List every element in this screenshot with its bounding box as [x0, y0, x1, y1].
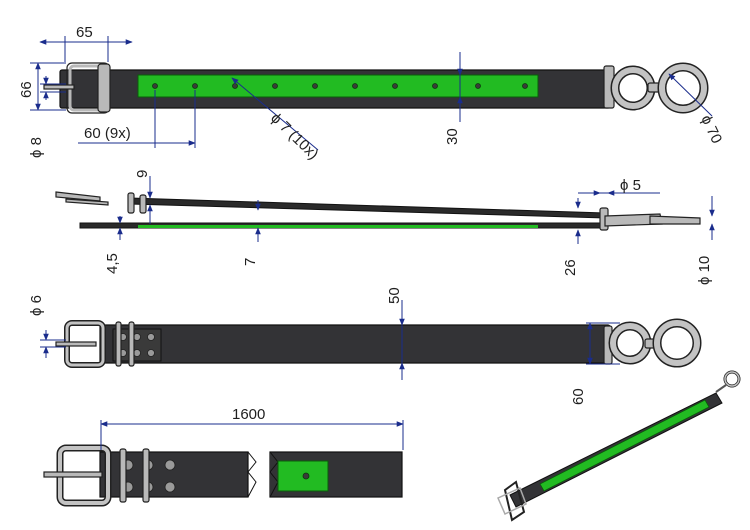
dim-9: 9: [134, 170, 151, 178]
buckle-top: [43, 62, 111, 114]
dim-66: 66: [18, 81, 35, 98]
dim-50: 50: [386, 287, 403, 304]
isometric-view: [497, 370, 741, 522]
strap-bottom: [99, 324, 611, 364]
dim-phi-8: ϕ 8: [28, 137, 45, 158]
dim-65: 65: [76, 24, 93, 41]
dim-phi-7-10x: ϕ 7 (10x): [267, 110, 321, 163]
dim-60: 60: [570, 388, 587, 405]
dim-phi-70: ϕ 70: [697, 113, 725, 147]
green-pad-side: [138, 225, 538, 228]
dim-phi-5: ϕ 5: [620, 177, 641, 194]
dim-phi-6: ϕ 6: [28, 295, 45, 316]
dim-4-5: 4,5: [104, 253, 121, 274]
strap-side-upper: [129, 197, 606, 219]
top-view: 65 66 ϕ 8 60 (9x) ϕ 7 (10x) 30 ϕ 70: [18, 24, 725, 163]
holes-top: [152, 83, 528, 89]
dim-30: 30: [444, 128, 461, 145]
dim-phi-10: ϕ 10: [696, 256, 713, 285]
dim-7: 7: [242, 258, 259, 266]
dim-26: 26: [562, 259, 579, 276]
green-pad-iso: [539, 399, 710, 492]
bottom-view: ϕ 6 50 60: [28, 287, 702, 405]
dim-1600: 1600: [232, 406, 265, 423]
dim-60-9x: 60 (9x): [84, 125, 131, 142]
side-view: 9 ϕ 5 4,5 7 26 ϕ 10: [55, 170, 715, 285]
detail-view: 1600: [43, 406, 404, 507]
green-pad-detail: [277, 460, 329, 492]
